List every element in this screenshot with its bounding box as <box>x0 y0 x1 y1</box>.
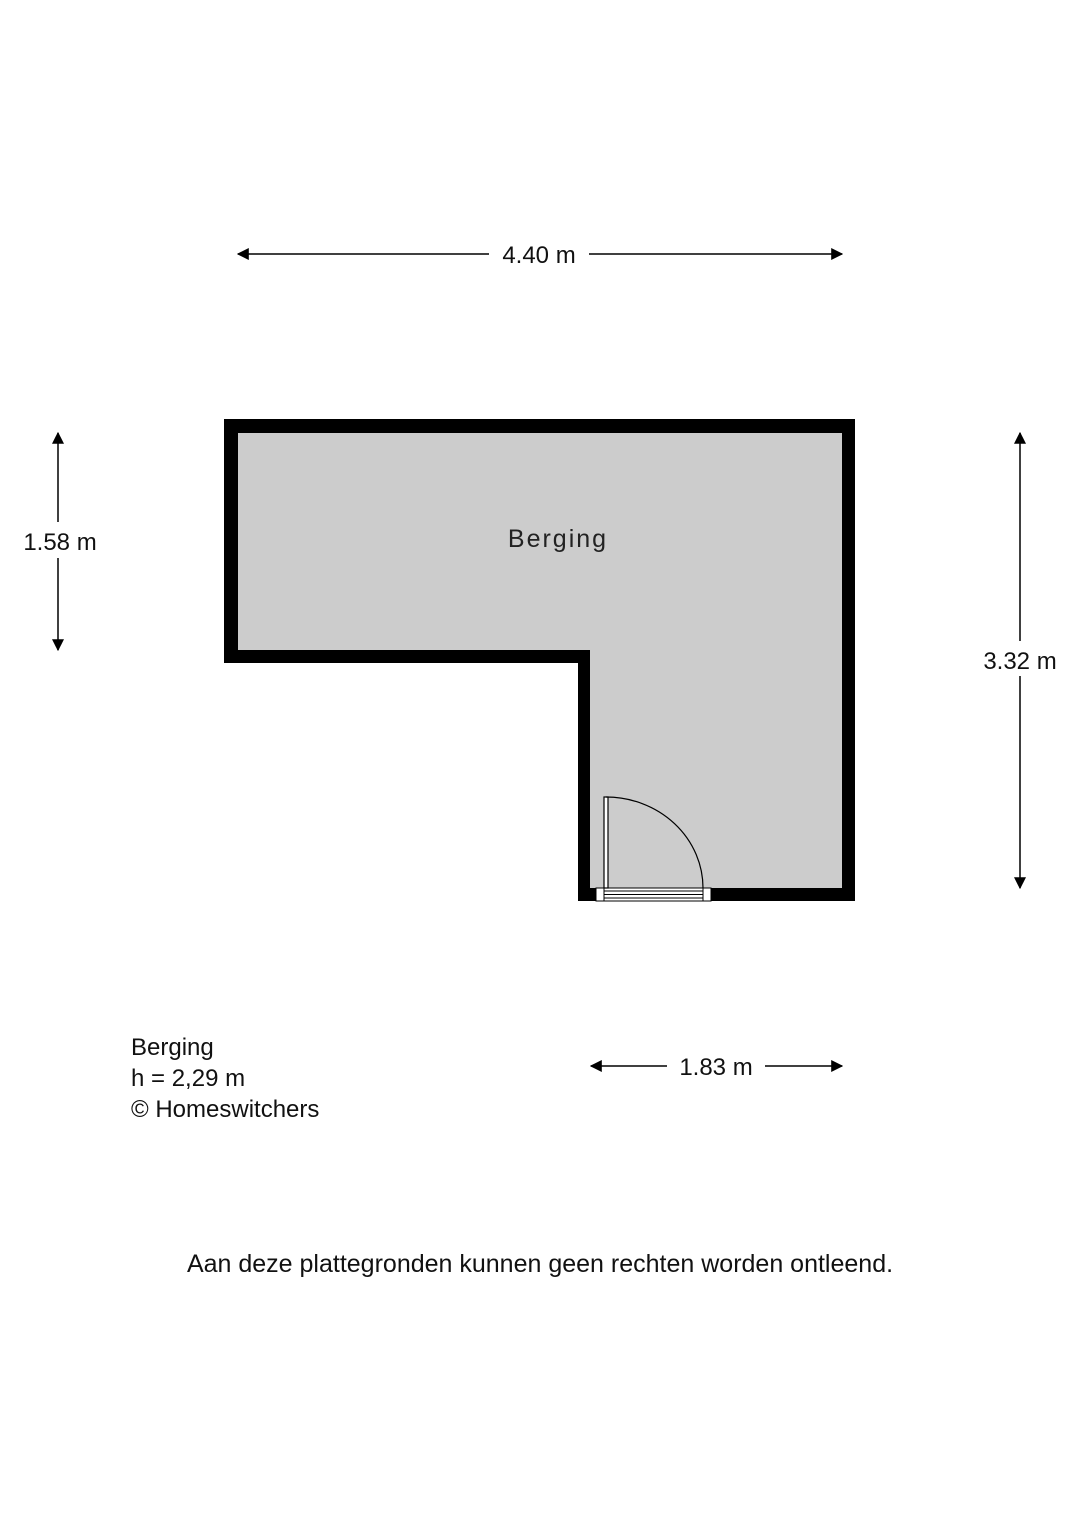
room-walls <box>224 419 855 901</box>
dimension-right-height-label: 3.32 m <box>983 648 1056 675</box>
disclaimer-text: Aan deze plattegronden kunnen geen recht… <box>186 1250 894 1278</box>
room-info-name: Berging <box>131 1034 214 1061</box>
dimension-bottom-width: 1.83 m <box>589 1054 844 1081</box>
dimension-top-width-label: 4.40 m <box>502 242 575 269</box>
room-label: Berging <box>508 525 608 553</box>
dimension-top-width: 4.40 m <box>236 242 844 269</box>
room-info-height: h = 2,29 m <box>131 1065 246 1092</box>
dimension-right-height: 3.32 m <box>983 431 1057 890</box>
room-info: Berging h = 2,29 m © Homeswitchers <box>131 1032 319 1125</box>
dimension-left-height: 1.58 m <box>23 431 97 652</box>
door-swing-icon <box>603 796 704 889</box>
dimension-left-height-label: 1.58 m <box>23 529 96 556</box>
door-threshold <box>595 887 712 902</box>
dimension-bottom-width-label: 1.83 m <box>679 1054 752 1081</box>
copyright-text: © Homeswitchers <box>131 1096 320 1123</box>
